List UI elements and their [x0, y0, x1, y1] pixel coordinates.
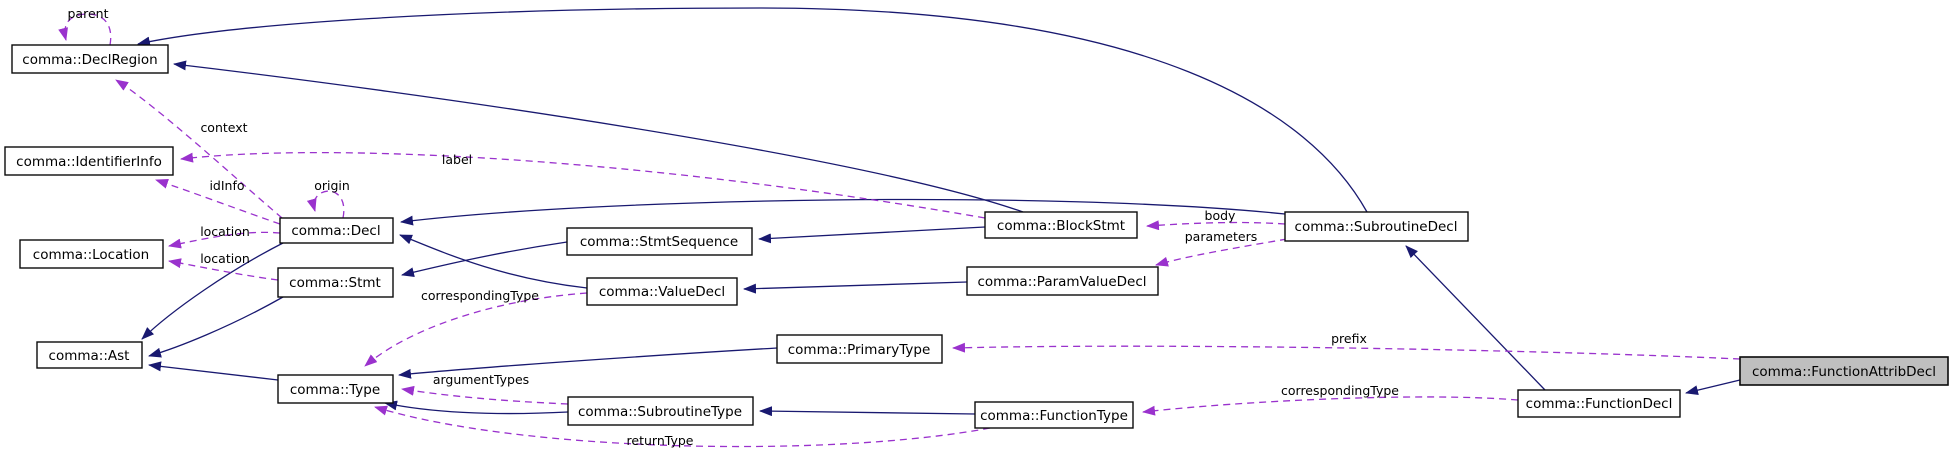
edge-label-idinfo: idInfo — [209, 178, 244, 193]
nodes: comma::DeclRegion comma::IdentifierInfo … — [4, 44, 1949, 429]
edge-labels: parent context idInfo origin label locat… — [68, 6, 1400, 448]
edge-prefix — [952, 342, 1741, 360]
svg-text:comma::Ast[interactable]: comma::Ast — [49, 348, 130, 364]
svg-text:comma::ParamValueDecl[interactable]: comma::ParamValueDecl — [977, 274, 1146, 290]
edge-argumenttypes — [401, 385, 569, 405]
edge-idinfo — [155, 179, 281, 225]
node-comma-functionattribdecl: comma::FunctionAttribDecl — [1739, 356, 1949, 386]
edge-parent-self-loop — [58, 13, 112, 46]
edge-label-returntype: returnType — [627, 433, 694, 448]
edge-label-location-1: location — [200, 224, 250, 239]
node-comma-blockstmt[interactable]: comma::BlockStmt — [984, 211, 1138, 239]
edge-functiontype-subroutinetype — [759, 406, 976, 417]
edge-label-correspondingtype-2: correspondingType — [1281, 383, 1399, 398]
node-comma-decl[interactable]: comma::Decl — [279, 217, 394, 244]
edge-type-ast — [148, 361, 279, 381]
edge-blockstmt-stmtsequence — [758, 226, 986, 244]
svg-text:comma::PrimaryType[interactable]: comma::PrimaryType — [788, 342, 931, 358]
edge-location-stmt — [168, 258, 279, 281]
edge-location-decl — [168, 231, 281, 249]
node-comma-subroutinetype[interactable]: comma::SubroutineType — [567, 396, 754, 426]
node-comma-paramvaluedecl[interactable]: comma::ParamValueDecl — [966, 266, 1159, 296]
edge-parameters — [1155, 238, 1288, 267]
svg-text:comma::FunctionAttribDecl: comma::FunctionAttribDecl — [1752, 364, 1936, 380]
node-comma-type[interactable]: comma::Type — [277, 374, 394, 404]
edge-label-argumenttypes: argumentTypes — [433, 372, 529, 387]
svg-text:comma::DeclRegion[interactable]: comma::DeclRegion — [22, 52, 157, 68]
edge-label-correspondingtype: correspondingType — [421, 288, 539, 303]
edge-label-context: context — [200, 120, 247, 135]
edge-label-origin: origin — [314, 178, 350, 193]
node-comma-functiontype[interactable]: comma::FunctionType — [974, 401, 1134, 429]
node-comma-valuedecl[interactable]: comma::ValueDecl — [586, 277, 738, 306]
edge-label-location-2: location — [200, 251, 250, 266]
node-comma-primarytype[interactable]: comma::PrimaryType — [776, 334, 943, 364]
edge-label — [180, 151, 986, 219]
edge-correspondingtype-functiondecl — [1142, 396, 1519, 416]
svg-text:comma::Decl[interactable]: comma::Decl — [291, 223, 380, 239]
svg-text:comma::BlockStmt[interactable]: comma::BlockStmt — [997, 218, 1125, 234]
node-comma-ast[interactable]: comma::Ast — [36, 341, 143, 369]
svg-text:comma::Stmt[interactable]: comma::Stmt — [289, 275, 381, 291]
edge-returntype — [374, 405, 991, 448]
edge-blockstmt-declregion — [173, 60, 1024, 213]
node-comma-subroutinedecl[interactable]: comma::SubroutineDecl — [1284, 211, 1469, 242]
edge-correspondingtype-valuedecl — [364, 292, 588, 367]
svg-text:comma::SubroutineType[interactable]: comma::SubroutineType — [578, 404, 742, 420]
edge-origin-self-loop — [306, 190, 345, 219]
svg-text:comma::SubroutineDecl[interactable]: comma::SubroutineDecl — [1295, 219, 1458, 235]
edge-primarytype-type — [398, 347, 778, 379]
svg-text:comma::ValueDecl[interactable]: comma::ValueDecl — [599, 284, 725, 300]
edge-label-label: label — [442, 152, 472, 167]
node-comma-stmtsequence[interactable]: comma::StmtSequence — [566, 227, 753, 256]
svg-text:comma::FunctionDecl[interactable]: comma::FunctionDecl — [1526, 396, 1673, 412]
edge-label-parameters: parameters — [1185, 229, 1258, 244]
edge-subroutinedecl-declregion — [137, 7, 1368, 213]
edge-label-parent: parent — [68, 6, 109, 21]
svg-text:comma::IdentifierInfo[interactable]: comma::IdentifierInfo — [16, 154, 162, 170]
edge-context — [115, 79, 283, 219]
svg-text:comma::Type[interactable]: comma::Type — [290, 382, 380, 398]
svg-text:comma::Location[interactable]: comma::Location — [33, 247, 149, 263]
edge-label-body: body — [1205, 208, 1237, 223]
node-comma-identifierinfo[interactable]: comma::IdentifierInfo — [4, 146, 174, 176]
edge-subroutinedecl-decl — [400, 198, 1286, 226]
node-comma-declregion[interactable]: comma::DeclRegion — [11, 44, 169, 74]
svg-text:comma::StmtSequence[interactable]: comma::StmtSequence — [580, 234, 738, 250]
edge-paramvaluedecl-valuedecl — [743, 281, 968, 294]
usage-edges — [58, 13, 1741, 448]
node-comma-location[interactable]: comma::Location — [19, 239, 164, 269]
edge-stmtsequence-stmt — [401, 241, 568, 278]
edge-body — [1146, 220, 1286, 231]
edge-decl-ast — [141, 242, 284, 340]
inheritance-edges — [137, 7, 1741, 417]
edge-functionattribdecl-functiondecl — [1685, 379, 1741, 396]
edge-label-prefix: prefix — [1331, 331, 1367, 346]
svg-text:comma::FunctionType[interactable]: comma::FunctionType — [980, 408, 1128, 424]
edge-functiondecl-subroutinedecl — [1405, 245, 1546, 391]
node-comma-stmt[interactable]: comma::Stmt — [277, 267, 394, 298]
node-comma-functiondecl[interactable]: comma::FunctionDecl — [1517, 389, 1681, 418]
edge-valuedecl-decl — [399, 234, 588, 289]
edge-subroutinetype-type — [384, 400, 569, 415]
edge-stmt-ast — [148, 296, 284, 358]
